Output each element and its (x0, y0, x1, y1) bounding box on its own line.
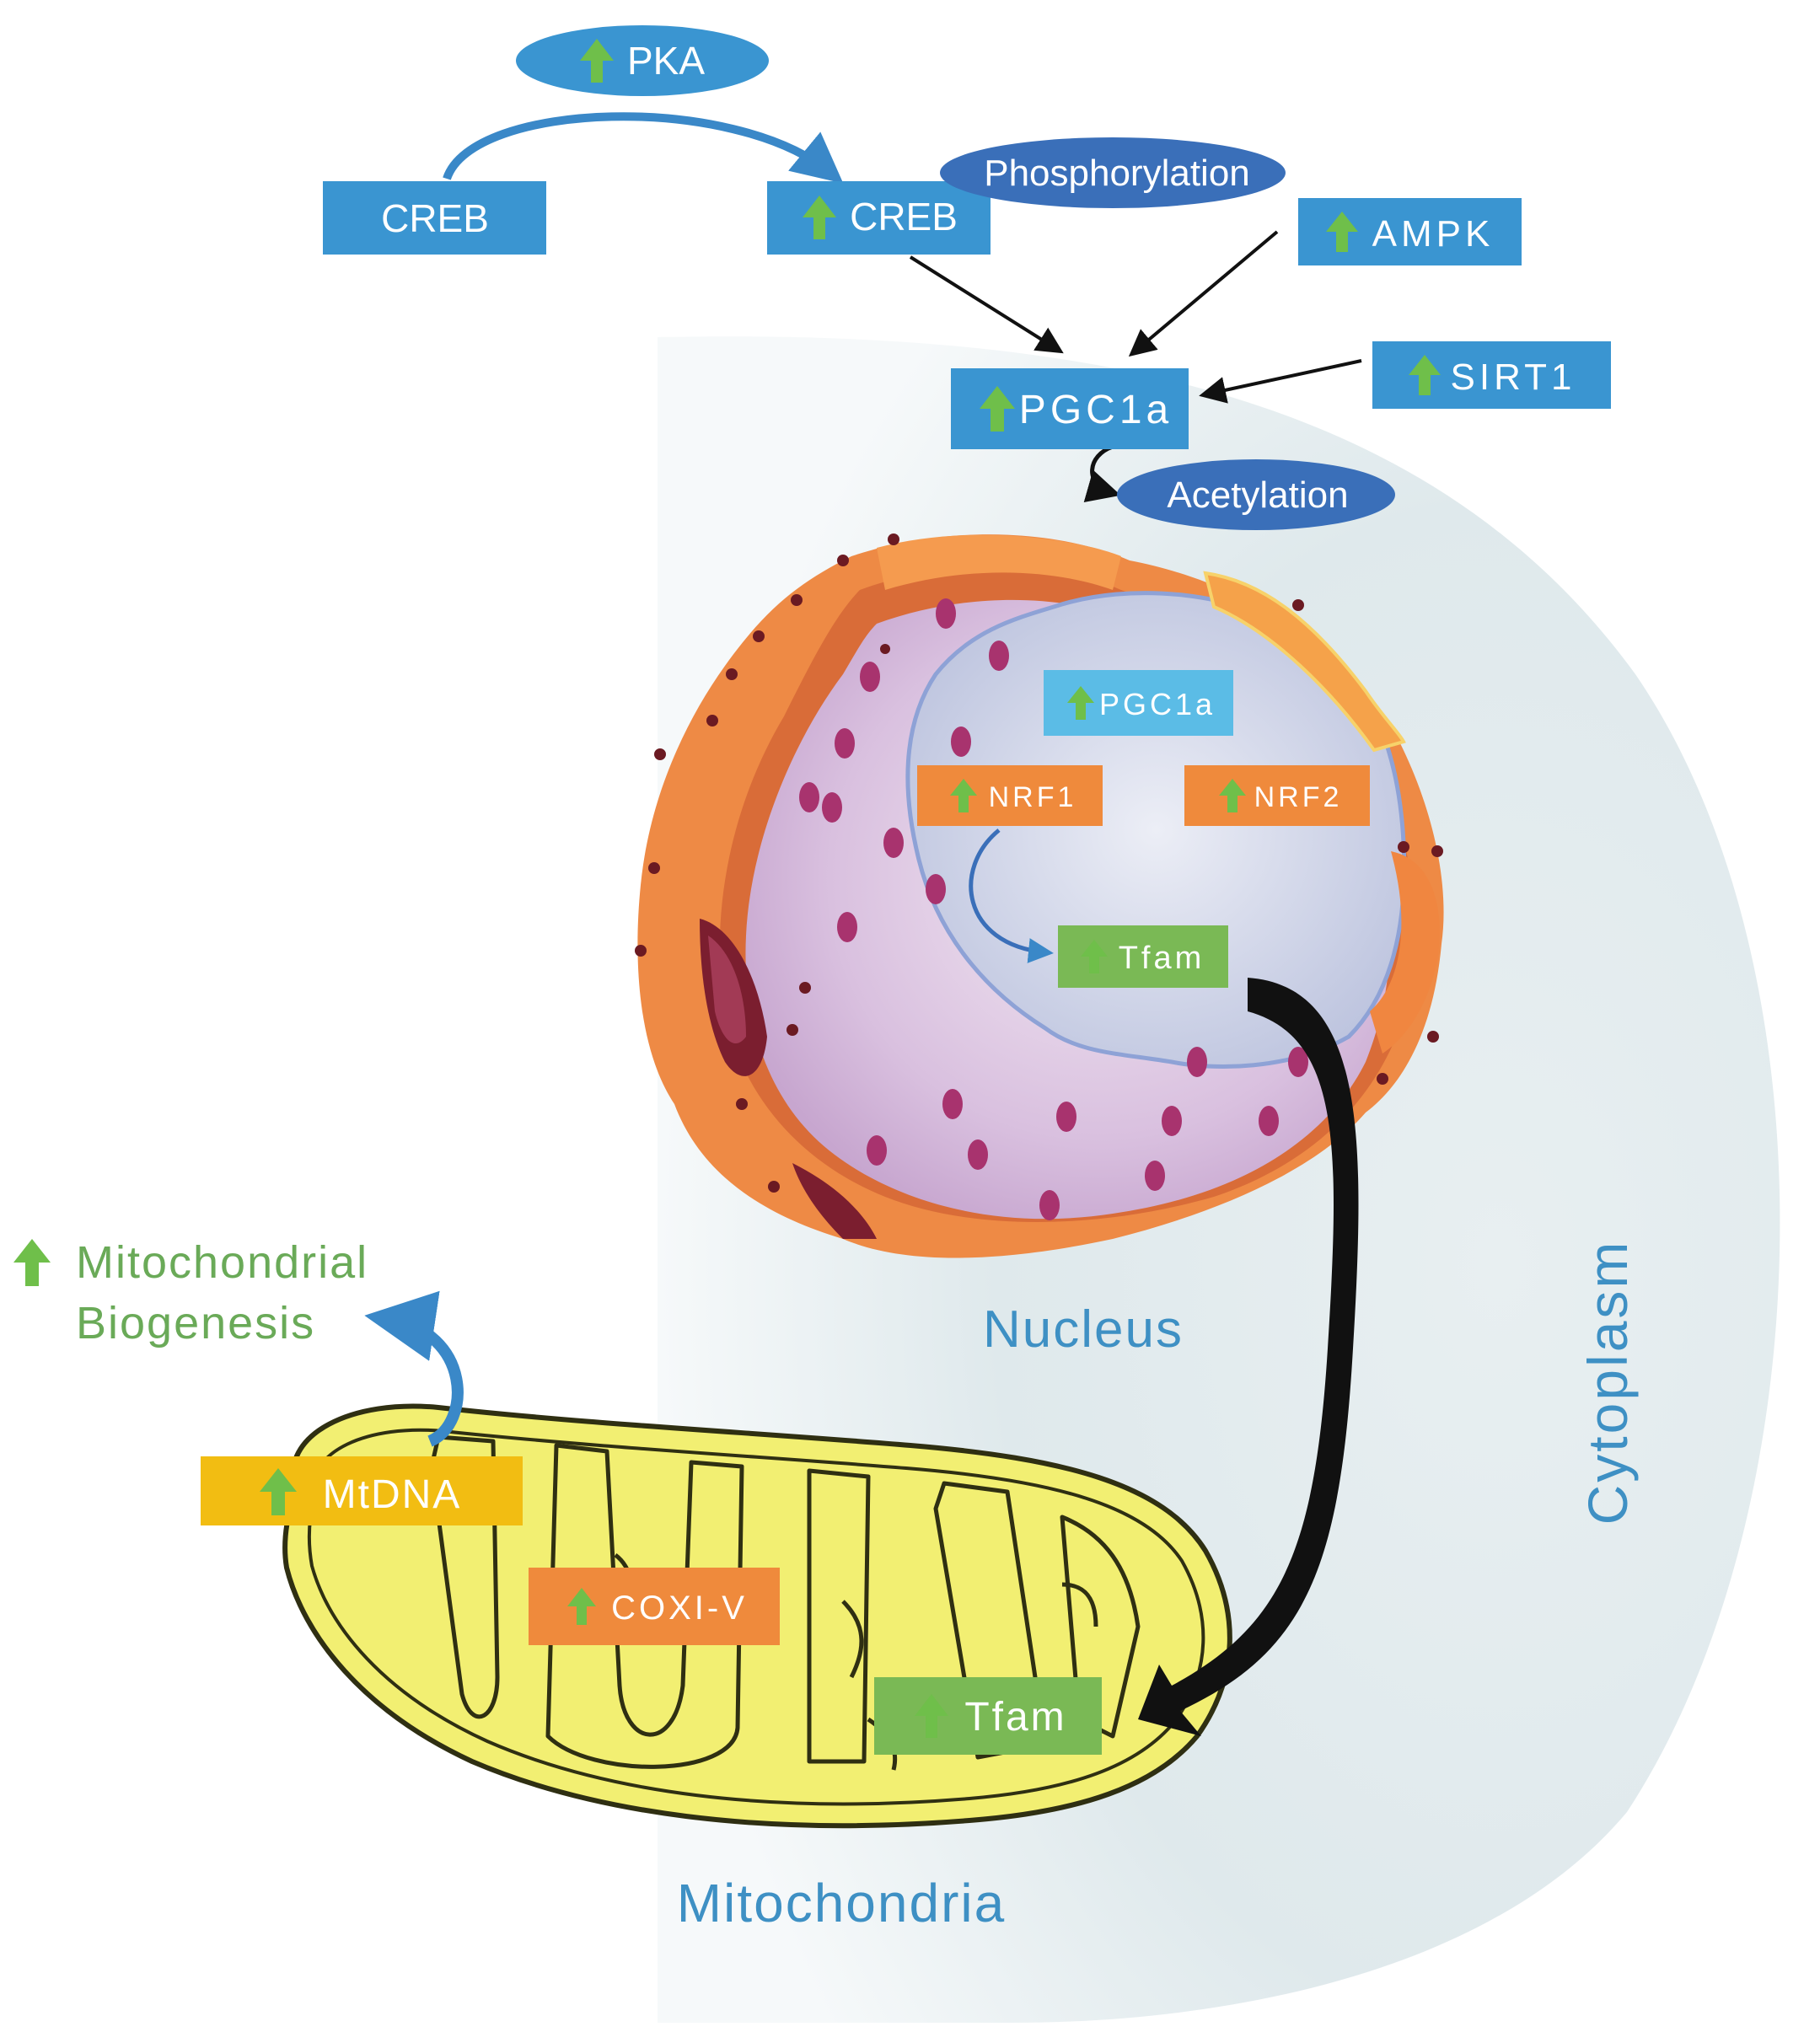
node-pka[interactable]: PKA (516, 25, 769, 96)
node-mtdna-label: MtDNA (323, 1472, 462, 1517)
arrow-creb-to-pgc1a (909, 255, 1064, 354)
arrow-acetylation (1083, 444, 1121, 502)
up-arrow-icon (1409, 355, 1441, 395)
up-arrow-icon (1219, 779, 1246, 812)
node-tfam-mito[interactable]: Tfam (874, 1677, 1102, 1755)
node-coxi-v[interactable]: COXI-V (529, 1568, 780, 1645)
node-pgc1a-nucleus-label: PGC1a (1099, 687, 1216, 721)
node-nrf1[interactable]: NRF1 (917, 765, 1103, 826)
arrow-mtdna-to-biogenesis (364, 1290, 464, 1447)
arrow-ampk-to-pgc1a (1128, 230, 1279, 357)
up-arrow-icon (915, 1694, 948, 1738)
node-pka-label: PKA (627, 39, 705, 83)
up-arrow-icon (1081, 940, 1108, 973)
biogenesis-label-line2: Biogenesis (76, 1298, 315, 1348)
up-arrow-icon (1326, 212, 1358, 252)
node-nrf2[interactable]: NRF2 (1184, 765, 1370, 826)
node-tfam-mito-label: Tfam (964, 1695, 1066, 1740)
node-acetylation-label: Acetylation (1167, 474, 1348, 516)
node-creb-right-label: CREB (850, 195, 958, 239)
biogenesis-label-line1: Mitochondrial (76, 1237, 368, 1288)
region-labels: Mitochondrial Biogenesis Nucleus Cytopla… (13, 1237, 1639, 1933)
arrow-tfam-nucleus-to-mito (1138, 978, 1359, 1736)
nucleus-cell (635, 533, 1444, 1258)
node-coxi-v-label: COXI-V (611, 1590, 748, 1627)
up-arrow-icon (980, 386, 1015, 432)
node-pgc1a-cytoplasm-label: PGC1a (1019, 388, 1173, 432)
node-creb-left[interactable]: CREB (323, 181, 546, 255)
node-creb-right[interactable]: CREB (767, 181, 991, 255)
node-phosphorylation-label: Phosphorylation (984, 153, 1250, 194)
arrow-creb-to-creb (443, 112, 844, 184)
arrow-sirt1-to-pgc1a (1199, 359, 1362, 404)
node-tfam-nucleus[interactable]: Tfam (1058, 925, 1228, 988)
up-arrow-icon (803, 196, 836, 239)
node-nrf2-label: NRF2 (1254, 781, 1343, 813)
node-nrf1-label: NRF1 (989, 781, 1077, 813)
node-sirt1[interactable]: SIRT1 (1372, 341, 1611, 409)
node-pgc1a-nucleus[interactable]: PGC1a (1044, 670, 1233, 736)
arrows (364, 112, 1362, 1736)
node-sirt1-label: SIRT1 (1451, 357, 1576, 398)
node-creb-left-label: CREB (381, 196, 489, 240)
nucleus-label: Nucleus (983, 1300, 1184, 1359)
node-acetylation[interactable]: Acetylation (1117, 459, 1395, 530)
up-arrow-icon (950, 779, 977, 812)
up-arrow-icon (13, 1239, 51, 1286)
up-arrow-icon (260, 1468, 297, 1515)
node-phosphorylation[interactable]: Phosphorylation (940, 137, 1286, 208)
node-ampk[interactable]: AMPK (1298, 198, 1522, 265)
up-arrow-icon (1067, 686, 1094, 720)
mitochondria-label: Mitochondria (677, 1873, 1006, 1933)
node-pgc1a-cytoplasm[interactable]: PGC1a (951, 368, 1189, 449)
cytoplasm-label: Cytoplasm (1576, 1240, 1639, 1525)
nodes: PKA CREB CREB Phosphorylation AMPK SIRT (201, 25, 1611, 1755)
node-mtdna[interactable]: MtDNA (201, 1456, 523, 1525)
arrow-nrf1-to-tfam (969, 828, 1054, 963)
node-tfam-nucleus-label: Tfam (1119, 941, 1205, 976)
up-arrow-icon (567, 1588, 596, 1625)
up-arrow-icon (580, 39, 614, 83)
node-ampk-label: AMPK (1372, 213, 1495, 255)
